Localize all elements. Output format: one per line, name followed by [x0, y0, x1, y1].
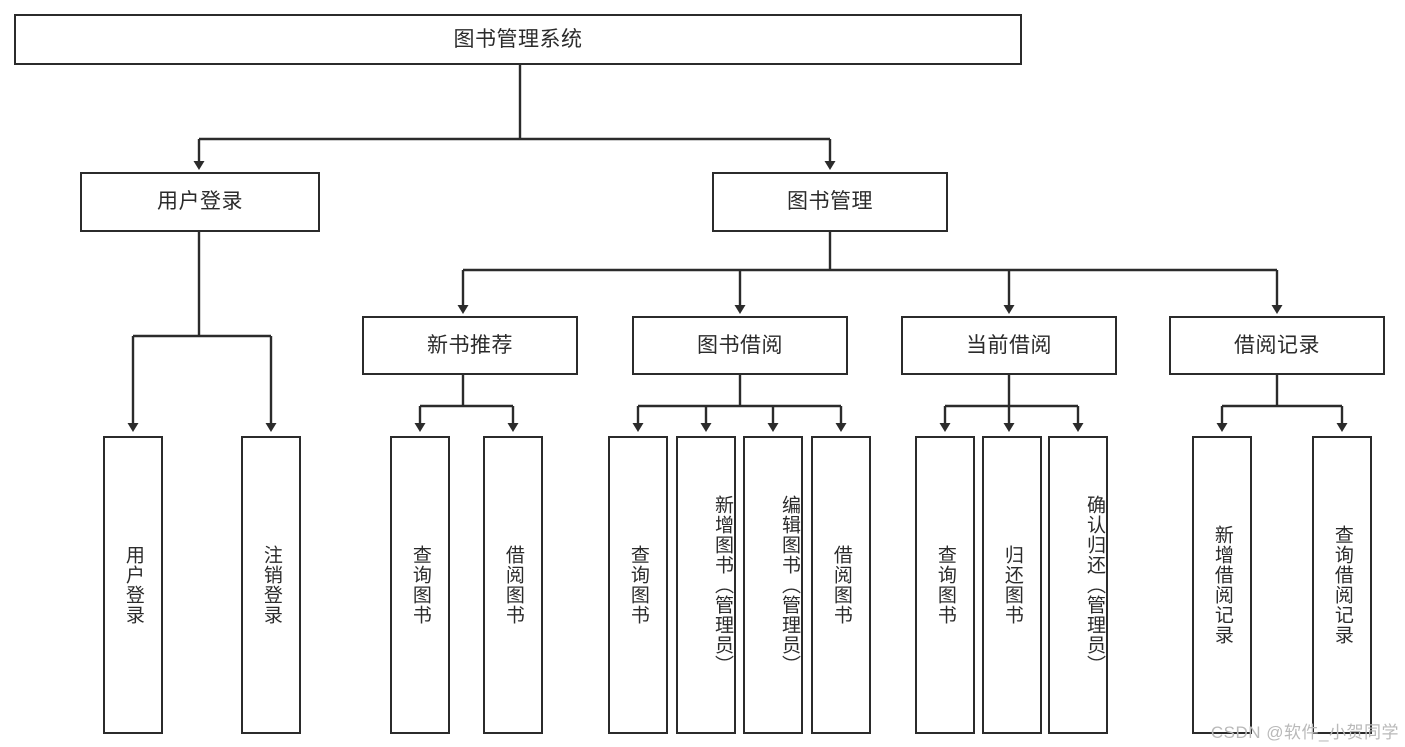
- node-new-book-recommend[interactable]: 新书推荐: [362, 316, 578, 375]
- node-current-borrow-label: 当前借阅: [966, 333, 1052, 357]
- leaf-current-borrow-return[interactable]: 归还图书: [982, 436, 1042, 734]
- node-current-borrow[interactable]: 当前借阅: [901, 316, 1117, 375]
- leaf-book-borrow-borrow[interactable]: 借阅图书: [811, 436, 871, 734]
- node-new-book-recommend-label: 新书推荐: [427, 333, 513, 357]
- node-user-login[interactable]: 用户登录: [80, 172, 320, 232]
- leaf-label: 查询图书: [934, 545, 956, 625]
- node-borrow-record[interactable]: 借阅记录: [1169, 316, 1385, 375]
- node-root-label: 图书管理系统: [453, 27, 583, 51]
- leaf-user-login-login[interactable]: 用户登录: [103, 436, 163, 734]
- leaf-label: 注销登录: [260, 545, 282, 625]
- leaf-label: 用户登录: [122, 545, 144, 625]
- node-book-management[interactable]: 图书管理: [712, 172, 948, 232]
- node-root[interactable]: 图书管理系统: [14, 14, 1022, 65]
- leaf-borrow-record-query[interactable]: 查询借阅记录: [1312, 436, 1372, 734]
- node-book-borrow-label: 图书借阅: [697, 333, 783, 357]
- leaf-new-book-query[interactable]: 查询图书: [390, 436, 450, 734]
- leaf-label: 新增图书（管理员）: [712, 495, 733, 675]
- leaf-user-login-logout[interactable]: 注销登录: [241, 436, 301, 734]
- leaf-label: 查询图书: [409, 545, 431, 625]
- node-user-login-label: 用户登录: [157, 190, 243, 214]
- leaf-label: 确认归还（管理员）: [1084, 495, 1105, 675]
- node-book-management-label: 图书管理: [787, 190, 873, 214]
- watermark: CSDN @软件_小贺同学: [1210, 723, 1399, 742]
- leaf-book-borrow-add[interactable]: 新增图书（管理员）: [676, 436, 736, 734]
- leaf-book-borrow-query[interactable]: 查询图书: [608, 436, 668, 734]
- leaf-current-borrow-confirm-return[interactable]: 确认归还（管理员）: [1048, 436, 1108, 734]
- leaf-label: 查询图书: [627, 545, 649, 625]
- leaf-book-borrow-edit[interactable]: 编辑图书（管理员）: [743, 436, 803, 734]
- leaf-current-borrow-query[interactable]: 查询图书: [915, 436, 975, 734]
- leaf-new-book-borrow[interactable]: 借阅图书: [483, 436, 543, 734]
- node-borrow-record-label: 借阅记录: [1234, 333, 1320, 357]
- node-book-borrow[interactable]: 图书借阅: [632, 316, 848, 375]
- leaf-label: 借阅图书: [830, 545, 852, 625]
- leaf-borrow-record-add[interactable]: 新增借阅记录: [1192, 436, 1252, 734]
- leaf-label: 借阅图书: [502, 545, 524, 625]
- leaf-label: 编辑图书（管理员）: [779, 495, 800, 675]
- leaf-label: 查询借阅记录: [1331, 525, 1353, 645]
- leaf-label: 归还图书: [1001, 545, 1023, 625]
- leaf-label: 新增借阅记录: [1211, 525, 1233, 645]
